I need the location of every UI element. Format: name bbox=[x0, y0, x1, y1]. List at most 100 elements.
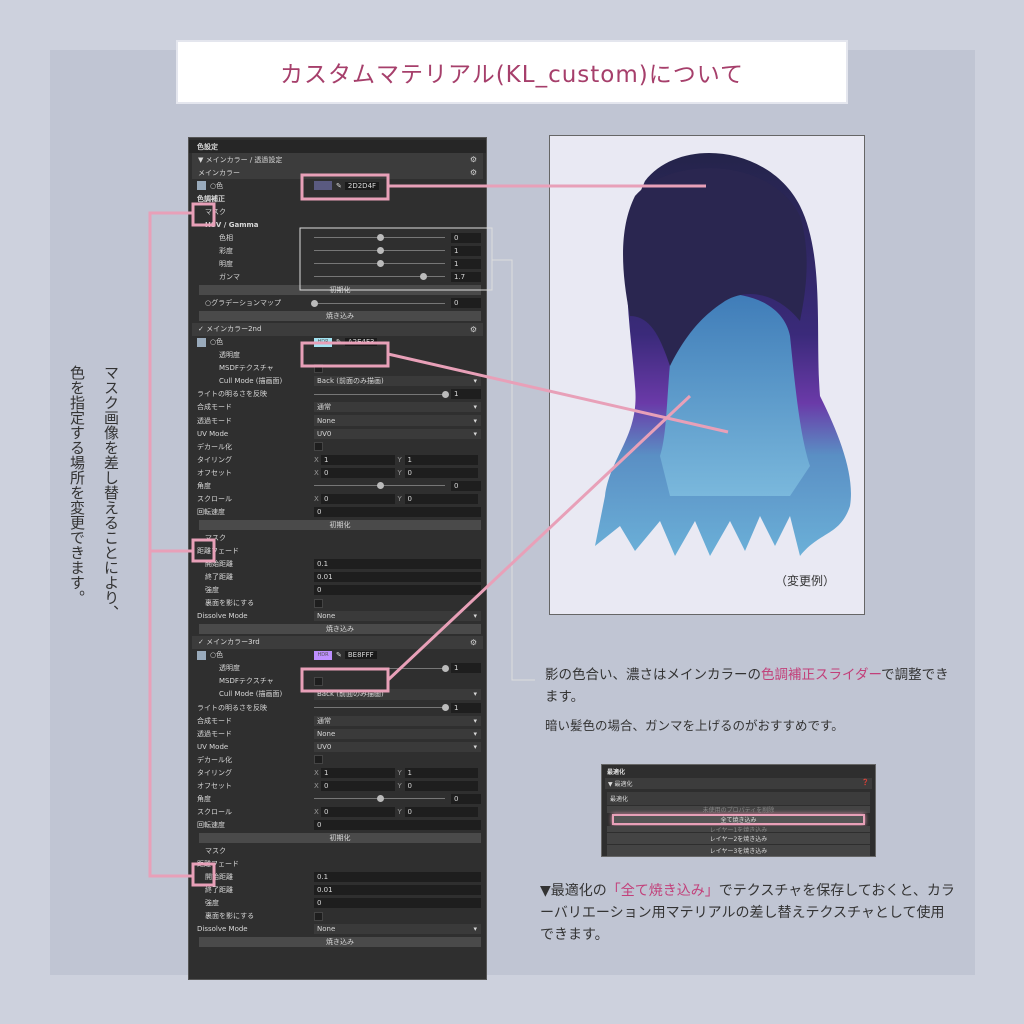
vector-y-field[interactable]: 1 bbox=[404, 454, 478, 465]
dropdown[interactable]: 通常▾ bbox=[314, 402, 481, 413]
panel-button[interactable]: 焼き込み bbox=[199, 937, 481, 948]
dropdown[interactable]: UV0▾ bbox=[314, 741, 481, 752]
checkbox[interactable] bbox=[314, 598, 323, 608]
vector-x-field[interactable]: 0 bbox=[321, 806, 395, 817]
panel-button[interactable]: 焼き込み bbox=[199, 624, 481, 635]
number-field[interactable]: 0 bbox=[314, 819, 481, 830]
bake-layer2-button[interactable]: レイヤー2を焼き込み bbox=[607, 833, 870, 844]
gear-icon[interactable]: ⚙ bbox=[469, 637, 477, 647]
slider-knob[interactable] bbox=[376, 795, 384, 803]
checkbox[interactable] bbox=[314, 442, 323, 452]
hex-value[interactable]: A2E4F3 bbox=[344, 338, 378, 347]
bake-all-button[interactable]: 全て焼き込み bbox=[612, 814, 865, 825]
dropdown[interactable]: 通常▾ bbox=[314, 715, 481, 726]
slider-track[interactable] bbox=[314, 234, 445, 242]
panel-button[interactable]: 焼き込み bbox=[199, 311, 481, 322]
number-field[interactable]: 0.01 bbox=[314, 885, 481, 896]
dropdown[interactable]: UV0▾ bbox=[314, 428, 481, 439]
dropdown[interactable]: Back (前面のみ描画)▾ bbox=[314, 376, 481, 387]
texture-icon[interactable] bbox=[197, 337, 206, 347]
vector-x-field[interactable]: 0 bbox=[321, 780, 395, 791]
panel-button[interactable]: 初期化 bbox=[199, 285, 481, 296]
slider-value[interactable]: 1 bbox=[451, 702, 481, 713]
dropdown[interactable]: Back (前面のみ描画)▾ bbox=[314, 689, 481, 700]
color-swatch[interactable] bbox=[314, 181, 332, 191]
vector-y-field[interactable]: 0 bbox=[404, 493, 478, 504]
vector-x-field[interactable]: 1 bbox=[321, 454, 395, 465]
help-icon[interactable]: ❓ bbox=[861, 779, 869, 786]
slider-track[interactable] bbox=[314, 273, 445, 281]
slider-knob[interactable] bbox=[376, 260, 384, 268]
slider-value[interactable]: 1 bbox=[451, 663, 481, 674]
slider-knob[interactable] bbox=[442, 664, 449, 672]
dropdown[interactable]: None▾ bbox=[314, 611, 481, 622]
gear-icon[interactable]: ⚙ bbox=[469, 155, 477, 165]
texture-icon[interactable] bbox=[197, 181, 206, 191]
color-swatch[interactable]: HDR bbox=[314, 337, 332, 347]
dropdown[interactable]: None▾ bbox=[314, 924, 481, 935]
dropdown[interactable]: None▾ bbox=[314, 415, 481, 426]
slider-knob[interactable] bbox=[376, 247, 384, 255]
vector-y-field[interactable]: 0 bbox=[404, 467, 478, 478]
slider-knob[interactable] bbox=[311, 299, 318, 307]
slider-value[interactable]: 0 bbox=[451, 793, 481, 804]
gear-icon[interactable]: ⚙ bbox=[469, 324, 477, 334]
slider-value[interactable]: 1 bbox=[451, 245, 481, 256]
checkbox[interactable] bbox=[314, 676, 323, 686]
checkbox[interactable] bbox=[314, 363, 323, 373]
slider-track[interactable] bbox=[314, 247, 445, 255]
number-field[interactable]: 0 bbox=[314, 585, 481, 596]
panel-button[interactable]: 初期化 bbox=[199, 832, 481, 844]
panel-button[interactable]: 初期化 bbox=[199, 519, 481, 530]
slider-value[interactable]: 1 bbox=[451, 389, 481, 400]
slider-value[interactable]: 1.7 bbox=[451, 271, 481, 283]
vector-y-field[interactable]: 0 bbox=[404, 806, 478, 817]
slider-value[interactable]: 0 bbox=[451, 232, 481, 243]
eyedropper-icon[interactable]: ✎ bbox=[336, 338, 342, 347]
hex-value[interactable]: BE8FFF bbox=[344, 651, 377, 660]
number-field[interactable]: 0 bbox=[314, 898, 481, 909]
eyedropper-icon[interactable]: ✎ bbox=[336, 181, 342, 190]
checkbox[interactable] bbox=[314, 911, 323, 921]
remove-unused-button[interactable]: 未使用のプロパティを削除 bbox=[607, 806, 870, 813]
slider-knob[interactable] bbox=[376, 482, 384, 490]
slider-value[interactable]: 1 bbox=[451, 258, 481, 269]
row-label: UV Mode bbox=[197, 429, 229, 438]
number-field[interactable]: 0.1 bbox=[314, 559, 481, 570]
slider-track[interactable] bbox=[314, 390, 449, 398]
dropdown[interactable]: None▾ bbox=[314, 728, 481, 739]
number-field[interactable]: 0.1 bbox=[314, 872, 481, 883]
vector-x-field[interactable]: 1 bbox=[321, 767, 395, 778]
slider-knob[interactable] bbox=[442, 390, 449, 398]
slider-knob[interactable] bbox=[376, 234, 384, 242]
vector-x-field[interactable]: 0 bbox=[321, 467, 395, 478]
eyedropper-icon[interactable]: ✎ bbox=[336, 651, 342, 660]
slider-track[interactable] bbox=[314, 704, 449, 712]
slider-knob[interactable] bbox=[419, 273, 427, 281]
slider-track[interactable] bbox=[311, 299, 445, 307]
color-swatch[interactable]: HDR bbox=[314, 650, 332, 660]
texture-icon[interactable] bbox=[197, 650, 206, 660]
hex-value[interactable]: 2D2D4F bbox=[344, 181, 380, 190]
slider-track[interactable] bbox=[314, 664, 449, 672]
slider-knob[interactable] bbox=[442, 704, 449, 712]
vector-y-field[interactable]: 1 bbox=[404, 767, 478, 778]
bake-layer1-button[interactable]: レイヤー1を焼き込み bbox=[607, 826, 870, 832]
bake-layer3-button[interactable]: レイヤー3を焼き込み bbox=[607, 845, 870, 856]
slider-track[interactable] bbox=[314, 260, 445, 268]
slider-value[interactable]: 0 bbox=[451, 480, 481, 491]
gear-icon[interactable]: ⚙ bbox=[469, 168, 477, 178]
checkbox[interactable] bbox=[314, 755, 323, 765]
slider-track[interactable] bbox=[314, 482, 445, 490]
slider-track[interactable] bbox=[314, 795, 445, 803]
number-field[interactable]: 0.01 bbox=[314, 572, 481, 583]
chevron-down-icon: ▾ bbox=[473, 612, 477, 621]
number-field[interactable]: 0 bbox=[314, 506, 481, 517]
vector-x-field[interactable]: 0 bbox=[321, 493, 395, 504]
slider-value[interactable]: 0 bbox=[451, 298, 481, 309]
vector-y-field[interactable]: 0 bbox=[404, 780, 478, 791]
